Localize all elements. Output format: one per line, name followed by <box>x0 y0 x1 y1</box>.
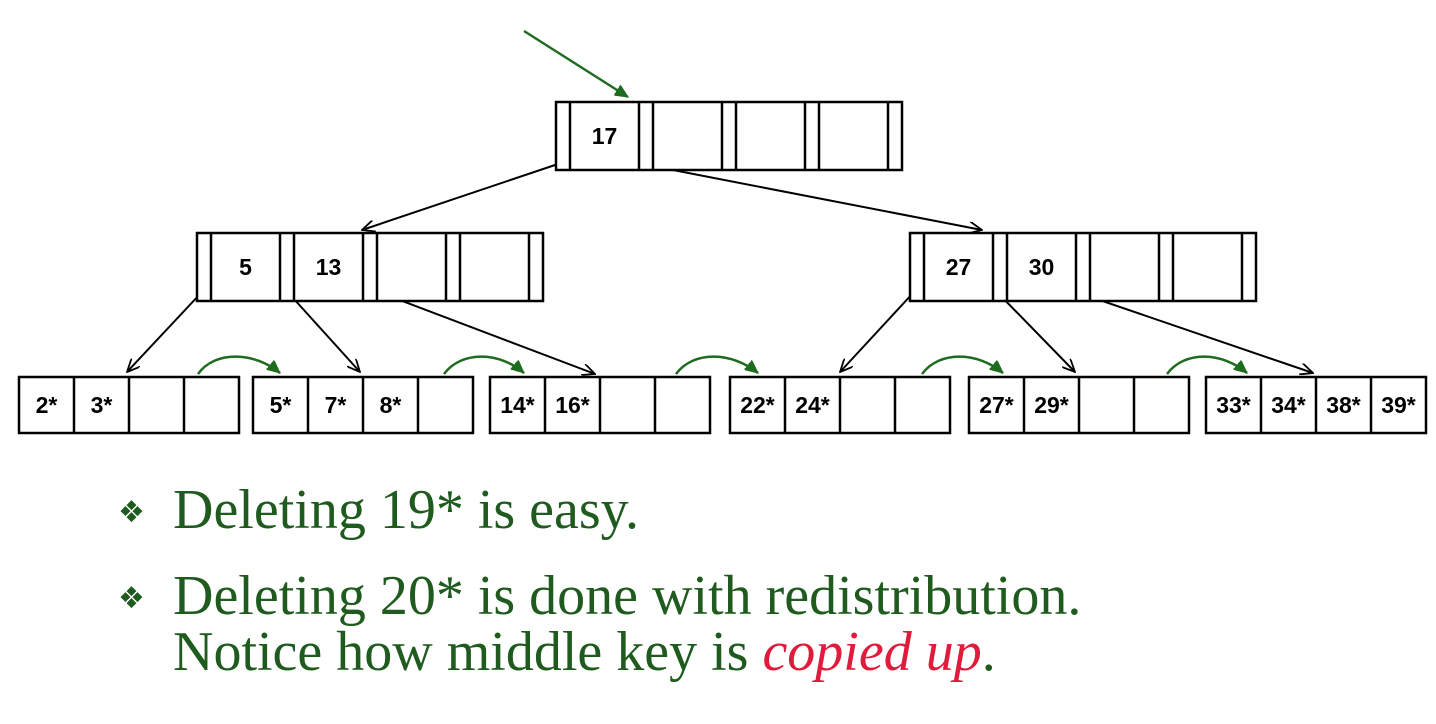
leaf-node-4: 22* 24* <box>728 375 952 435</box>
copied-up-emphasis: copied up <box>762 621 982 683</box>
leaf-entry: 5* <box>270 392 292 418</box>
diamond-bullet-icon: ❖ <box>118 581 145 616</box>
leaf-sibling-links <box>196 355 1247 375</box>
index-key: 13 <box>316 254 342 280</box>
index-key: 27 <box>946 254 972 280</box>
leaf-node-5: 27* 29* <box>967 375 1191 435</box>
leaf-entry: 24* <box>795 392 830 418</box>
line2-before: Notice how middle key is <box>173 621 763 683</box>
bullet-list: ❖ Deleting 19* is easy. ❖ Deleting 20* i… <box>118 482 1081 680</box>
leaf-entry: 16* <box>555 392 590 418</box>
internal-node-right: 27 30 <box>908 231 1258 303</box>
leaf-node-1: 2* 3* <box>17 375 241 435</box>
internal-right-p1 <box>996 291 1075 372</box>
line2-after: . <box>981 621 996 683</box>
sibling-link-2 <box>443 355 524 375</box>
index-key: 30 <box>1029 254 1055 280</box>
pointer-arrows <box>127 163 1313 374</box>
bullet-text-line1: Deleting 20* is done with redistribution… <box>173 565 1082 627</box>
leaf-entry: 3* <box>91 392 113 418</box>
root-to-left-pointer <box>362 163 559 230</box>
leaf-entry: 29* <box>1034 392 1069 418</box>
leaf-node-3: 14* 16* <box>488 375 712 435</box>
leaf-entry: 27* <box>979 392 1014 418</box>
sibling-link-1 <box>196 355 280 375</box>
internal-node-left: 5 13 <box>195 231 545 303</box>
bullet-item-delete-19: ❖ Deleting 19* is easy. <box>118 482 1081 538</box>
diamond-bullet-icon: ❖ <box>118 495 145 530</box>
leaf-entry: 39* <box>1381 392 1416 418</box>
leaf-entry: 34* <box>1271 392 1306 418</box>
leaf-entry: 8* <box>380 392 402 418</box>
root-to-right-pointer <box>641 163 982 230</box>
sibling-link-4 <box>921 355 1003 375</box>
leaf-node-2: 5* 7* 8* <box>251 375 475 435</box>
sibling-link-3 <box>675 355 758 375</box>
leaf-entry: 2* <box>36 392 58 418</box>
internal-right-p2 <box>1078 292 1313 373</box>
internal-right-p0 <box>840 291 915 372</box>
bullet-text-line2: Notice how middle key is copied up. <box>173 624 1081 680</box>
index-key: 17 <box>592 123 618 149</box>
leaf-node-6: 33* 34* 38* 39* <box>1204 375 1428 435</box>
index-key: 5 <box>239 254 252 280</box>
root-entry-arrow <box>523 29 628 99</box>
leaf-entry: 33* <box>1216 392 1251 418</box>
internal-left-p2 <box>367 287 595 374</box>
internal-left-p0 <box>127 292 202 372</box>
bplus-tree-diagram: 17 5 13 27 30 2* 3* 5* 7* 8* 14* 16* 22* 24* 27* 29* 33*… <box>17 29 1428 435</box>
root-node: 17 <box>554 100 904 172</box>
leaf-entry: 38* <box>1326 392 1361 418</box>
leaf-entry: 14* <box>500 392 535 418</box>
leaf-entry: 7* <box>325 392 347 418</box>
leaf-entry: 22* <box>740 392 775 418</box>
bullet-item-delete-20: ❖ Deleting 20* is done with redistributi… <box>118 568 1081 680</box>
sibling-link-5 <box>1166 355 1247 375</box>
bullet-text: Deleting 19* is easy. <box>173 479 640 541</box>
